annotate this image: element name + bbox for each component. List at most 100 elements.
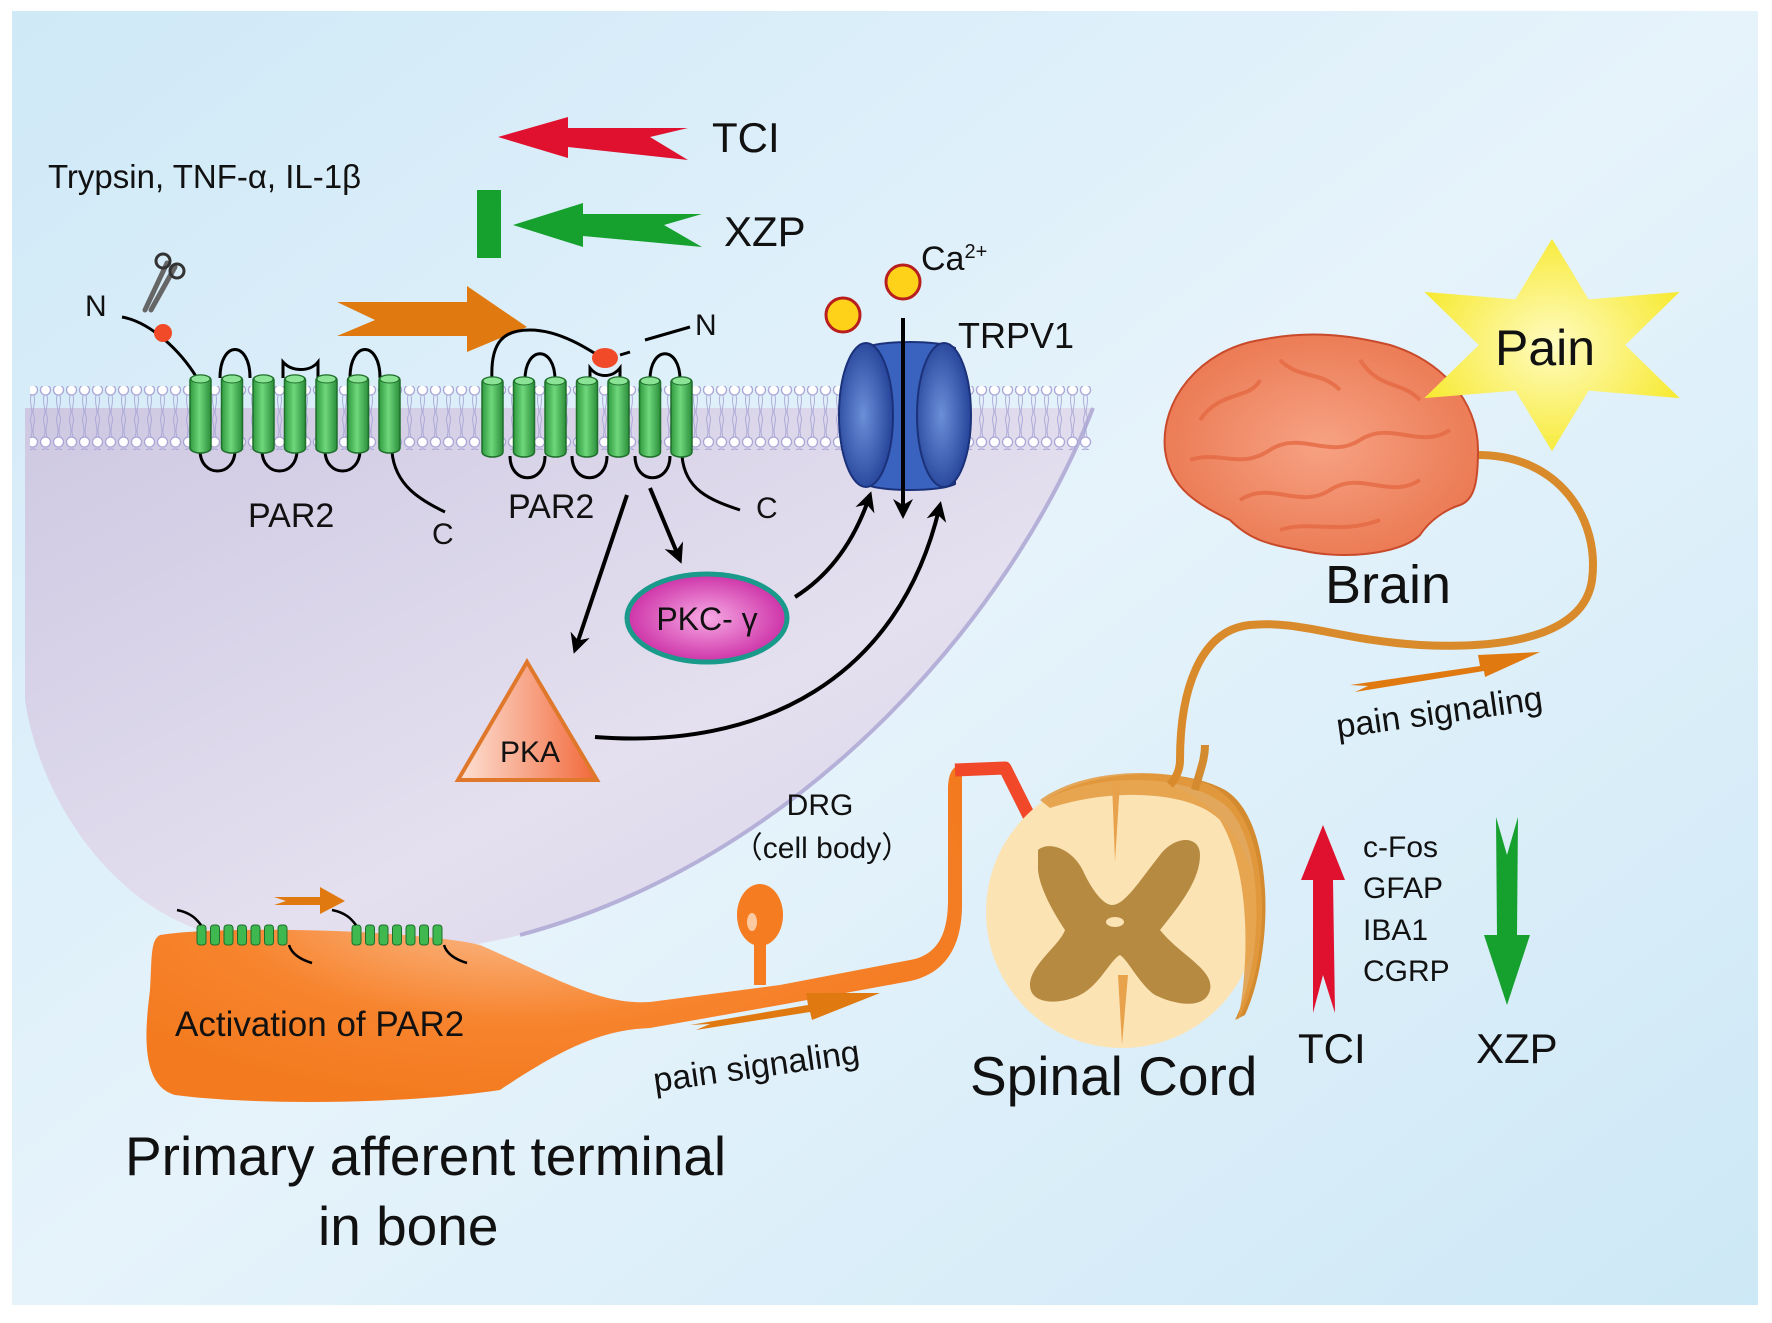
terminal-title-line2: in bone bbox=[318, 1195, 498, 1257]
n-terminus-label-2: N bbox=[695, 309, 717, 342]
transmembrane-helix bbox=[283, 374, 307, 454]
mini-helix bbox=[223, 924, 234, 946]
spinal-cord bbox=[986, 744, 1266, 1048]
mini-helix bbox=[196, 924, 207, 946]
activation-arrow bbox=[337, 286, 527, 352]
drg-sublabel: （cell body） bbox=[733, 832, 911, 865]
helix-cap bbox=[671, 376, 692, 386]
terminal-title-line1: Primary afferent terminal bbox=[125, 1125, 726, 1187]
c-terminus-label-2: C bbox=[756, 492, 778, 525]
mini-helix bbox=[419, 924, 429, 946]
pain-label: Pain bbox=[1495, 320, 1595, 376]
pkc-gamma-node: PKC- γ bbox=[624, 571, 790, 665]
helix-cap bbox=[379, 374, 400, 384]
pka-label: PKA bbox=[500, 736, 560, 769]
spinal-cord-label: Spinal Cord bbox=[970, 1045, 1257, 1107]
mini-helix bbox=[237, 924, 247, 946]
pain-star: Pain bbox=[1424, 238, 1680, 452]
cell-membrane-edge bbox=[519, 407, 1095, 937]
trpv1-label: TRPV1 bbox=[958, 315, 1074, 356]
helix-cap bbox=[348, 374, 368, 384]
xzp-downregulation-arrow bbox=[1484, 817, 1530, 1005]
helix-cap bbox=[253, 374, 274, 384]
n-terminus-label-1: N bbox=[85, 290, 107, 323]
mini-helix bbox=[277, 924, 288, 946]
helix-cap bbox=[640, 376, 660, 386]
par2-inactive-receptor: N bbox=[85, 252, 446, 514]
mini-helix bbox=[432, 924, 443, 946]
tethered-ligand bbox=[592, 348, 618, 368]
transmembrane-helix bbox=[346, 374, 370, 454]
mini-helix bbox=[392, 924, 402, 946]
marker-cgrp: CGRP bbox=[1363, 955, 1450, 988]
pain-signal-arrow-upper bbox=[1350, 652, 1540, 692]
mini-helix bbox=[210, 924, 220, 946]
mini-receptor-tails bbox=[331, 908, 468, 965]
mini-par2-receptors bbox=[176, 908, 468, 965]
helix-cap bbox=[545, 376, 566, 386]
transmembrane-helix bbox=[575, 376, 599, 458]
par2-to-pka-arrow bbox=[570, 494, 629, 654]
pkc-label: PKC- γ bbox=[656, 601, 757, 637]
pkc-to-trpv1-arrow bbox=[793, 491, 875, 599]
drg-label: DRG bbox=[787, 789, 854, 822]
brain bbox=[1163, 333, 1480, 556]
scissors-icon bbox=[142, 252, 186, 313]
xzp-label-top: XZP bbox=[724, 208, 806, 255]
pka-to-trpv1-arrow bbox=[594, 501, 947, 741]
pka-node: PKA bbox=[454, 658, 601, 782]
helix-cap bbox=[190, 374, 211, 384]
helix-cap bbox=[514, 376, 534, 386]
helix-cap bbox=[285, 374, 305, 384]
tci-label-spinal: TCI bbox=[1298, 1025, 1366, 1072]
transmembrane-helix bbox=[189, 374, 212, 454]
tci-upregulation-arrow bbox=[1301, 825, 1345, 1013]
helix-cap bbox=[577, 376, 597, 386]
primary-afferent-terminal bbox=[146, 765, 962, 1102]
mini-receptor-tails bbox=[176, 908, 313, 965]
tci-label-top: TCI bbox=[712, 114, 780, 161]
transmembrane-helix bbox=[512, 376, 536, 458]
transmembrane-helix bbox=[481, 376, 504, 458]
calcium-ion bbox=[884, 263, 922, 301]
activation-label: Activation of PAR2 bbox=[175, 1005, 464, 1044]
par2-label-1: PAR2 bbox=[248, 497, 334, 535]
par2-to-pkc-arrow bbox=[648, 487, 684, 564]
brain-label: Brain bbox=[1325, 555, 1451, 615]
inducers-label: Trypsin, TNF-α, IL-1β bbox=[48, 158, 361, 195]
calcium-label: Ca2+ bbox=[921, 240, 987, 278]
mini-helix bbox=[365, 924, 375, 946]
c-terminus-label-1: C bbox=[432, 518, 454, 551]
inhibition-bar bbox=[477, 190, 501, 258]
marker-cfos: c-Fos bbox=[1363, 831, 1438, 864]
transmembrane-helix bbox=[670, 376, 693, 458]
par2-active-receptor bbox=[481, 325, 741, 512]
trpv1-channel bbox=[838, 341, 972, 491]
cleavage-site bbox=[154, 324, 172, 342]
marker-gfap: GFAP bbox=[1363, 872, 1443, 905]
marker-iba1: IBA1 bbox=[1363, 914, 1428, 947]
helix-cap bbox=[608, 376, 629, 386]
pain-signal-arrow-lower bbox=[690, 993, 880, 1030]
transmembrane-helix bbox=[607, 376, 630, 458]
transmembrane-helix bbox=[252, 374, 275, 454]
mini-helix bbox=[378, 924, 389, 946]
helix-cap bbox=[222, 374, 242, 384]
par2-label-2: PAR2 bbox=[508, 488, 594, 526]
mini-helix bbox=[264, 924, 274, 946]
drg-highlight bbox=[747, 913, 757, 931]
tci-activation-arrow bbox=[498, 117, 688, 160]
cell-interior bbox=[25, 408, 1093, 954]
spinal-markers-list: c-Fos GFAP IBA1 CGRP bbox=[1363, 831, 1450, 988]
transmembrane-helix bbox=[378, 374, 401, 454]
mini-helix bbox=[250, 924, 261, 946]
helix-cap bbox=[316, 374, 337, 384]
transmembrane-helix bbox=[544, 376, 567, 458]
calcium-ion bbox=[824, 296, 862, 334]
ascending-nerve bbox=[1166, 451, 1597, 788]
transmembrane-helix bbox=[638, 376, 662, 458]
helix-cap bbox=[482, 376, 503, 386]
transmembrane-helix bbox=[315, 374, 338, 454]
xzp-inhibition-arrow bbox=[477, 190, 702, 258]
